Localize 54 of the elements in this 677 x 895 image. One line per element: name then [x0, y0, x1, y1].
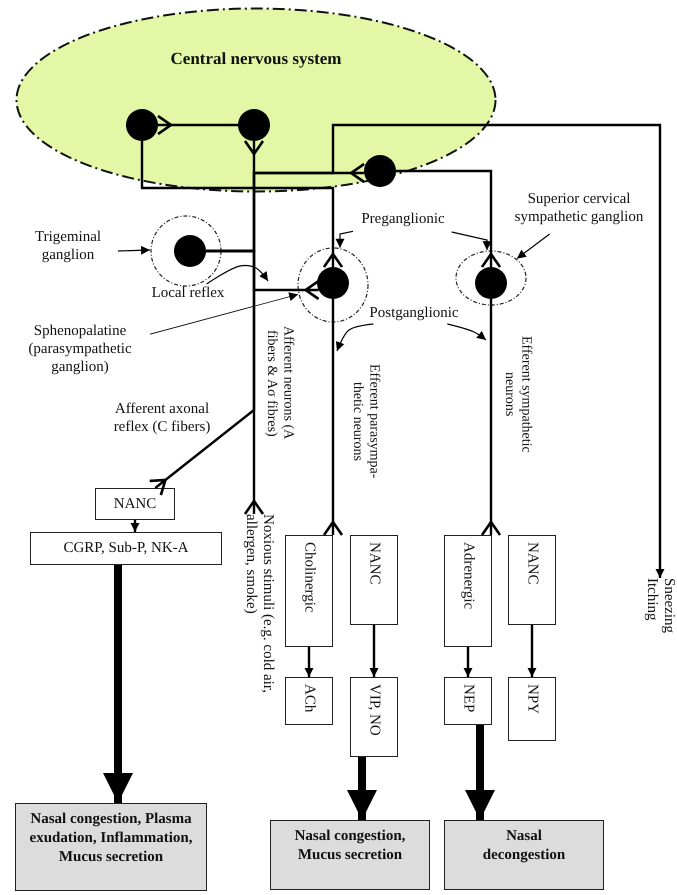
annotation-text: Afferent axonal reflex (C fibers) — [112, 400, 212, 436]
mediator-box: ACh — [285, 677, 333, 725]
nerve-fiber — [156, 114, 238, 136]
block-arrow — [103, 565, 133, 803]
arrow — [130, 520, 140, 532]
nerve-fiber — [480, 299, 502, 536]
arrow — [464, 647, 472, 677]
neuron-body — [174, 235, 206, 267]
region-title: Central nervous system — [170, 49, 342, 69]
arrow — [370, 625, 378, 677]
pointer-arrow — [452, 231, 492, 250]
mediator-box: NANC — [95, 488, 175, 520]
neuron-body — [317, 267, 349, 299]
effect-box: Nasal congestion, Mucus secretion — [270, 820, 430, 890]
pointer-arrow — [206, 264, 268, 284]
pointer-arrow — [118, 246, 150, 255]
nerve-fiber — [206, 250, 264, 516]
annotation-text: Superior cervical sympathetic ganglion — [503, 190, 655, 234]
effect-box: Nasal congestion, Plasma exudation, Inflammation, Mucus secretion — [15, 803, 207, 891]
effect-box: Nasal decongestion — [444, 820, 604, 890]
mediator-box: Adrenergic — [444, 535, 492, 647]
annotation-text: Afferent neurons (A fibers & Aσ fibres) — [262, 325, 296, 442]
annotation-text: Efferent sympathetic neurons — [500, 334, 534, 454]
pointer-arrow — [447, 323, 486, 340]
arrow — [304, 647, 314, 677]
pointer-arrow — [336, 230, 354, 248]
pointer-arrow — [150, 292, 299, 335]
annotation-text: Postganglionic — [358, 304, 470, 324]
block-arrow — [347, 757, 377, 820]
mediator-box: NANC — [350, 535, 398, 625]
annotation-text: Trigeminal ganglion — [18, 228, 118, 272]
nerve-fiber — [322, 299, 344, 536]
cns-region — [15, 7, 497, 193]
pointer-arrow — [516, 234, 550, 260]
neuron-body — [475, 267, 507, 299]
mediator-box: NEP — [444, 677, 492, 725]
nerve-fiber — [140, 141, 344, 268]
annotation-text: Efferent parasympa- thetic neurons — [348, 362, 382, 480]
annotation-text: Preganglionic — [353, 210, 453, 232]
ganglion-outline — [455, 250, 527, 306]
block-arrow — [465, 725, 495, 820]
mediator-box: VIP, NO — [350, 677, 398, 757]
annotation-text: Noxious stimuli (e.g. cold air, allergen, smoke) — [238, 514, 276, 710]
mediator-box: NPY — [508, 677, 556, 741]
annotation-text: Sneezing Itching — [643, 578, 677, 658]
mediator-box: Cholinergic — [285, 535, 333, 647]
mediator-box: NANC — [508, 535, 556, 625]
ganglion-outline — [150, 215, 222, 287]
arrow — [528, 625, 536, 677]
annotation-text: Local reflex — [138, 284, 238, 304]
ganglion-outline — [297, 247, 369, 323]
pointer-arrow — [336, 323, 374, 352]
annotation-text: Sphenopalatine (parasympathetic ganglion) — [10, 322, 150, 384]
mediator-box: CGRP, Sub-P, NK-A — [30, 532, 222, 565]
